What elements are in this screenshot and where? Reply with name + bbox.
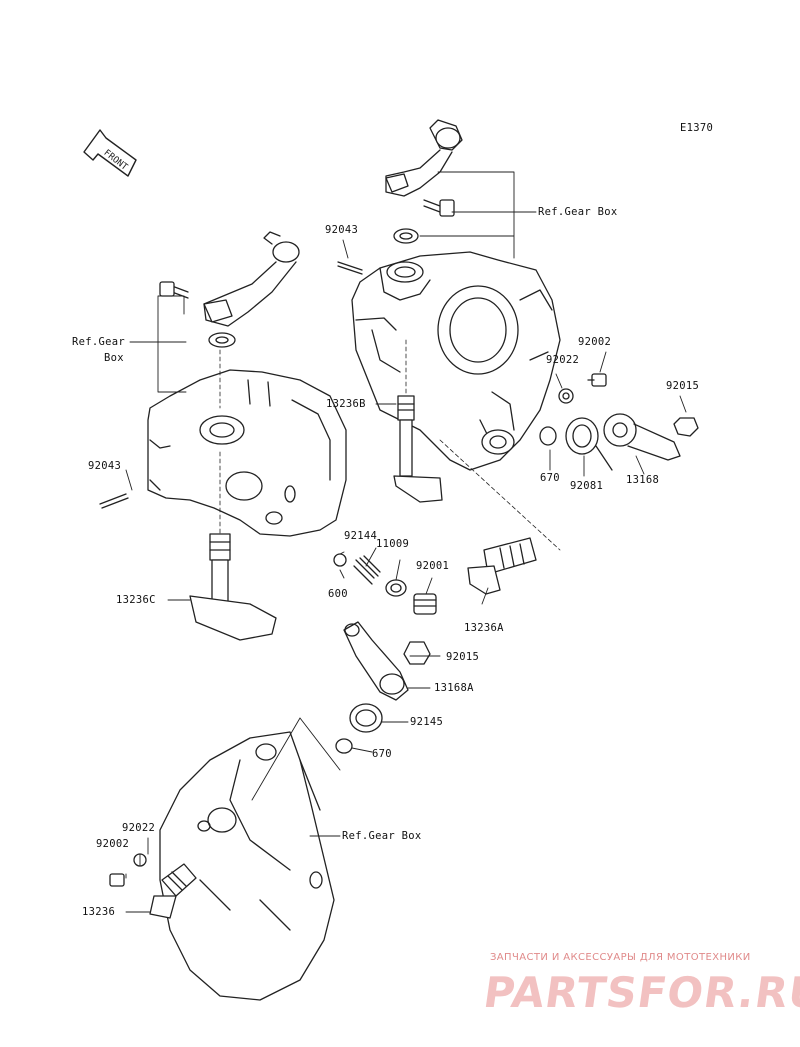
callout-670: 670 [372, 748, 392, 760]
ball-spring-washer-plug [333, 553, 437, 615]
shaft-13236c [189, 533, 277, 641]
upper-gear-box-housing [337, 119, 561, 471]
callout-13236b: 13236B [326, 398, 366, 410]
callout-670: 670 [540, 472, 560, 484]
watermark-caption: ЗАПЧАСТИ И АКСЕССУАРЫ ДЛЯ МОТОТЕХНИКИ [490, 952, 751, 963]
left-gear-box-housing [99, 231, 347, 537]
callout-92015: 92015 [666, 380, 700, 392]
callout-92043: 92043 [88, 460, 122, 472]
callout-92015: 92015 [446, 651, 480, 663]
callout-600: 600 [328, 588, 348, 600]
front-arrow-icon [83, 129, 137, 177]
shaft-13236a [467, 537, 537, 595]
shaft-13236b [393, 395, 443, 503]
callout-92043: 92043 [325, 224, 359, 236]
callout-92022: 92022 [122, 822, 156, 834]
lower-gear-box-housing [109, 731, 335, 1001]
callout-92001: 92001 [416, 560, 450, 572]
watermark-logo: PARTSFOR.RU [480, 968, 800, 1017]
leader-lines [125, 171, 687, 913]
callout-92145: 92145 [410, 716, 444, 728]
callout-ref-gear-box: Ref.Gear Box [538, 206, 618, 218]
arm-13168a [335, 621, 431, 754]
callout-13236c: 13236C [116, 594, 156, 606]
callout-92002: 92002 [578, 336, 612, 348]
callout-13236a: 13236A [464, 622, 504, 634]
callout-92002: 92002 [96, 838, 130, 850]
diagram-code: E1370 [680, 122, 714, 134]
callout-ref-gear-box: Ref.Gear Box [342, 830, 422, 842]
alignment-lines [219, 339, 561, 551]
callout-92081: 92081 [570, 480, 604, 492]
callout-92022: 92022 [546, 354, 580, 366]
callout-ref-gear: Ref.Gear [72, 336, 125, 348]
callout-13236: 13236 [82, 906, 116, 918]
callout-13168: 13168 [626, 474, 660, 486]
callout-92144: 92144 [344, 530, 378, 542]
callout-box: Box [104, 352, 124, 364]
right-small-parts [539, 373, 699, 471]
callout-11009: 11009 [376, 538, 410, 550]
callout-13168a: 13168A [434, 682, 474, 694]
